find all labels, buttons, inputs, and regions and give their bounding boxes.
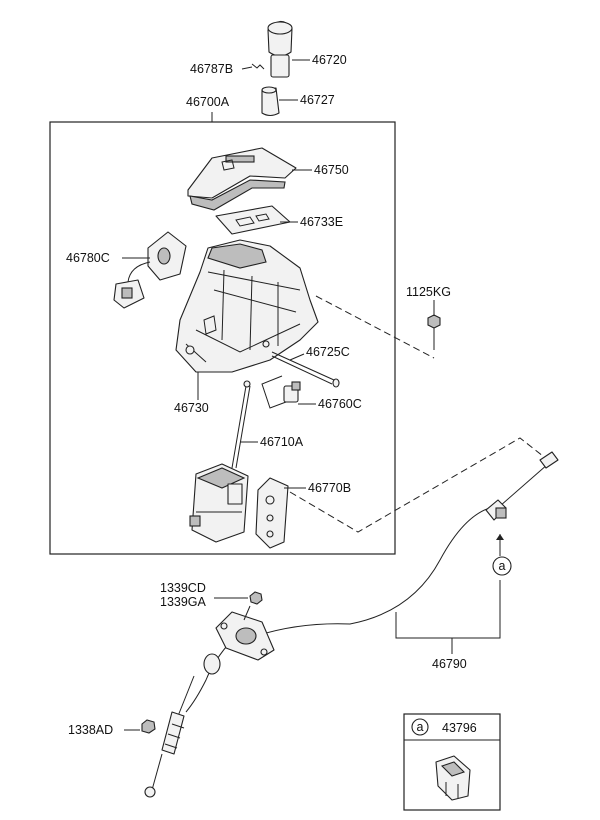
cable-nut (243, 591, 263, 621)
label-46770b: 46770B (308, 481, 351, 495)
cable-dashed-leader (289, 437, 549, 533)
indicator-cover (187, 147, 297, 211)
hex-bolt (427, 314, 441, 350)
lever-body (175, 239, 319, 373)
knob-pin (251, 63, 265, 70)
interlock-solenoid (189, 463, 249, 543)
label-46730: 46730 (174, 401, 209, 415)
pivot-pin (271, 351, 340, 388)
label-46760c: 46760C (318, 397, 362, 411)
label-46790: 46790 (432, 657, 467, 671)
label-46720: 46720 (312, 53, 347, 67)
callout-a: a (492, 534, 512, 576)
label-1339cd: 1339CD (160, 581, 206, 595)
shift-cable (144, 451, 559, 798)
label-1125kg: 1125KG (406, 285, 451, 299)
label-46727: 46727 (300, 93, 335, 107)
label-1339ga: 1339GA (160, 595, 207, 609)
retainer-clip (261, 375, 301, 409)
leader-lines (122, 59, 453, 731)
label-46725c: 46725C (306, 345, 350, 359)
label-46710a: 46710A (260, 435, 304, 449)
end-nut (141, 719, 156, 734)
interlock-cable (231, 380, 251, 469)
cable-bracket-line (395, 580, 501, 639)
label-46700a: 46700A (186, 95, 230, 109)
indicator-plate (215, 205, 291, 235)
knob-boot (261, 86, 280, 117)
detail-letter: a (417, 720, 424, 734)
solenoid-harness (113, 231, 187, 309)
label-1338ad: 1338AD (68, 723, 113, 737)
detail-part-number: 43796 (442, 721, 477, 735)
bolt-dashed-leader (315, 295, 435, 359)
callout-a-letter: a (499, 559, 506, 573)
label-46750: 46750 (314, 163, 349, 177)
detail-box: a 43796 (403, 713, 501, 811)
label-46787b: 46787B (190, 62, 233, 76)
label-46780c: 46780C (66, 251, 110, 265)
shift-knob (267, 20, 293, 78)
mount-bracket (255, 477, 289, 549)
clip-part (435, 755, 471, 801)
label-46733e: 46733E (300, 215, 343, 229)
